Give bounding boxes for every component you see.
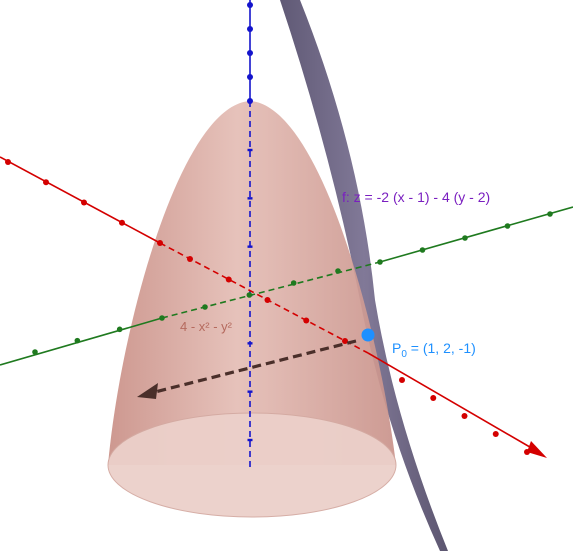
y-axis-tick <box>159 315 165 321</box>
gradient-arrow <box>137 339 357 399</box>
x-axis-tick-right <box>492 431 499 437</box>
paraboloid-surface[interactable] <box>108 101 396 465</box>
z-axis-tick-inner <box>247 390 253 393</box>
z-axis-tick-inner <box>247 438 253 442</box>
x-axis-tick <box>119 219 125 226</box>
x-axis-arrowhead <box>527 441 547 458</box>
y-axis-tick-right <box>462 235 468 241</box>
y-axis-outer-left <box>0 317 163 366</box>
point-label-coords: = (1, 2, -1) <box>407 340 476 356</box>
x-axis-tick-right <box>399 377 405 383</box>
y-axis-tick-inner <box>202 304 208 310</box>
z-axis-tick-inner <box>247 245 253 248</box>
z-axis-tick <box>247 26 253 32</box>
x-axis-outer-right <box>367 352 536 451</box>
gradient-arrow-head <box>137 383 158 399</box>
y-axis-tick <box>116 326 123 333</box>
x-axis-tick <box>43 179 49 186</box>
tangent-plane[interactable] <box>280 0 448 551</box>
y-axis-outer-right <box>379 206 573 263</box>
x-axis-tick <box>81 199 87 206</box>
y-axis-inner <box>161 261 381 319</box>
z-axis-tick-inner <box>247 148 253 152</box>
x-axis-tick-inner <box>264 297 271 303</box>
y-axis-tick-right <box>547 211 553 217</box>
x-axis-tick-right <box>430 395 437 401</box>
y-axis-tick-inner <box>335 268 341 274</box>
point-label-subscript: 0 <box>401 349 407 360</box>
y-axis-tick <box>32 349 38 355</box>
x-axis-tick-inner <box>303 317 310 324</box>
y-axis-tick-inner <box>246 292 253 298</box>
y-axis-tick-right <box>504 223 511 229</box>
y-axis-tick-inner <box>290 280 297 286</box>
point-p0-label: P0 = (1, 2, -1) <box>392 340 476 360</box>
z-axis-tick-inner <box>247 342 253 345</box>
z-axis-tick <box>247 2 253 8</box>
point-label-main: P <box>392 340 401 356</box>
y-axis-tick-right <box>419 247 426 253</box>
x-axis-tick-right <box>461 413 468 419</box>
x-axis-outer-left <box>0 156 161 244</box>
y-axis-tick-right <box>377 259 383 265</box>
x-axis-tick-inner <box>225 276 232 283</box>
z-axis-tick-inner <box>247 197 253 200</box>
x-axis-tick-inner <box>342 338 348 344</box>
z-axis-tick <box>247 50 253 56</box>
y-axis-tick <box>74 337 81 344</box>
x-axis-tick-inner <box>187 256 193 262</box>
x-axis-tick <box>5 159 11 165</box>
plane-equation-label: f: z = -2 (x - 1) - 4 (y - 2) <box>342 189 490 205</box>
paraboloid-base <box>107 412 397 518</box>
x-axis-tick <box>157 240 163 246</box>
gradient-arrow-shaft <box>154 339 357 394</box>
z-axis-tick <box>247 74 253 80</box>
z-axis-tick <box>247 98 253 104</box>
axes-group <box>0 0 573 470</box>
point-p0[interactable] <box>361 328 375 342</box>
surface-equation-label: 4 - x² - y² <box>180 319 233 334</box>
